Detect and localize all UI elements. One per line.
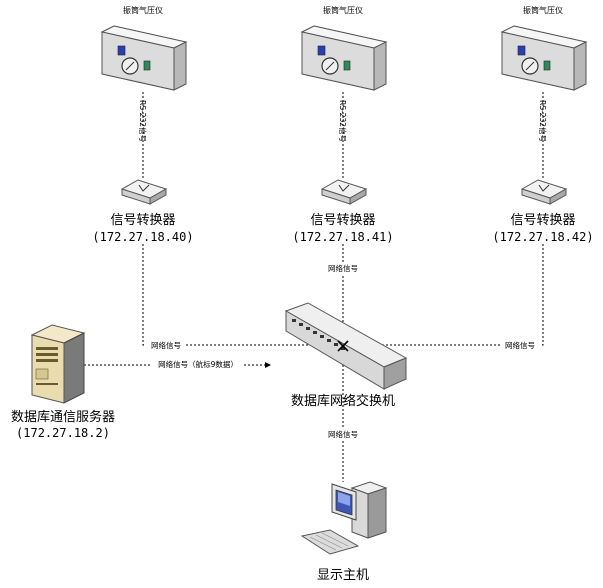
network-switch: 数据库网络交换机 <box>284 302 408 409</box>
barometer-icon <box>500 25 588 91</box>
converter-icon <box>120 179 168 205</box>
converter-label: 信号转换器 <box>110 213 175 228</box>
serial-signal-label: RS-232信号 <box>338 100 348 142</box>
network-signal-label: 网络信号 <box>151 340 181 350</box>
barometer-icon <box>300 25 388 91</box>
converter-ip: (172.27.18.40) <box>92 230 193 244</box>
computer-icon <box>300 481 388 555</box>
junction-icon <box>337 340 349 352</box>
converter-icon <box>520 179 568 205</box>
converter-ip: (172.27.18.41) <box>292 230 393 244</box>
switch-icon <box>284 302 408 390</box>
server-link-label: 网络信号（航标9数据） <box>158 359 238 369</box>
barometer-icon <box>100 25 188 91</box>
barometer-label: 振筒气压仪 <box>523 5 563 15</box>
serial-signal-label: RS-232信号 <box>138 100 148 142</box>
network-line-3 <box>342 244 544 346</box>
converter-1: 信号转换器 (172.27.18.40) <box>92 179 194 244</box>
network-signal-label: 网络信号 <box>328 429 358 439</box>
barometer-label: 振筒气压仪 <box>323 5 363 15</box>
server-ip: (172.27.18.2) <box>16 426 110 440</box>
converter-2: 信号转换器 (172.27.18.41) <box>292 179 394 244</box>
display-host-label: 显示主机 <box>317 568 369 583</box>
converter-3: 信号转换器 (172.27.18.42) <box>492 179 594 244</box>
converter-label: 信号转换器 <box>510 213 575 228</box>
network-line-1 <box>142 244 342 346</box>
server-icon <box>30 324 86 404</box>
converter-label: 信号转换器 <box>310 213 375 228</box>
switch-label: 数据库网络交换机 <box>291 393 395 409</box>
network-signal-label: 网络信号 <box>328 263 358 273</box>
converter-icon <box>320 179 368 205</box>
barometer-1: 振筒气压仪 RS-232信号 <box>100 5 188 142</box>
arrow-icon <box>265 362 271 368</box>
network-signal-labels: 网络信号 网络信号 网络信号 网络信号 网络信号（航标9数据） <box>146 262 540 440</box>
barometer-2: 振筒气压仪 RS-232信号 <box>300 5 388 142</box>
barometer-label: 振筒气压仪 <box>123 5 163 15</box>
display-host: 显示主机 <box>300 481 388 583</box>
wires <box>64 92 544 482</box>
converter-ip: (172.27.18.42) <box>492 230 593 244</box>
database-server: 数据库通信服务器 (172.27.18.2) <box>11 324 115 440</box>
serial-signal-label: RS-232信号 <box>538 100 548 142</box>
barometer-3: 振筒气压仪 RS-232信号 <box>500 5 588 142</box>
server-label: 数据库通信服务器 <box>11 409 115 425</box>
network-signal-label: 网络信号 <box>505 340 535 350</box>
